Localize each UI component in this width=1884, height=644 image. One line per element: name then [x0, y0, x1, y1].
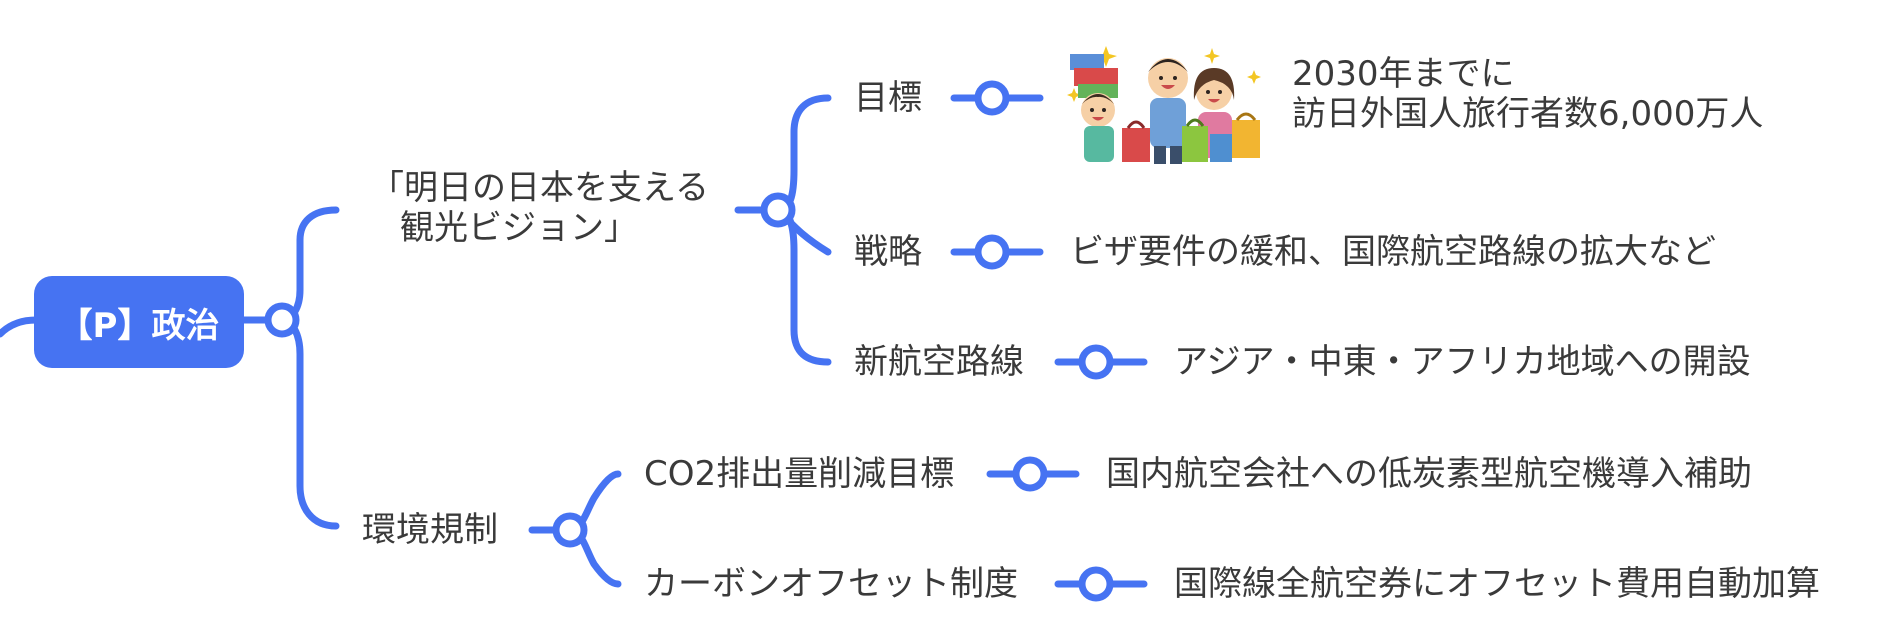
strategy-node[interactable]: 戦略 [854, 232, 922, 272]
goal-label: 目標 [854, 78, 922, 118]
edge-to-vision [278, 206, 340, 324]
junction-env [552, 512, 588, 548]
vision-node[interactable]: 「明日の日本を支える 観光ビジョン」 [370, 168, 709, 248]
strategy-knob [974, 234, 1010, 270]
strategy-detail[interactable]: ビザ要件の緩和、国際航空路線の拡大など [1070, 232, 1716, 272]
goal-knob [974, 80, 1010, 116]
edge-to-goal [774, 94, 832, 214]
carbon-detail[interactable]: 国際線全航空券にオフセット費用自動加算 [1174, 564, 1820, 604]
goal-detail: 2030年までに 訪日外国人旅行者数6,000万人 [1292, 54, 1763, 134]
goal-detail-line1: 2030年までに [1292, 54, 1515, 94]
vision-label-line2: 観光ビジョン」 [400, 208, 638, 248]
junction-vision [760, 192, 796, 228]
newroutes-knob [1078, 344, 1114, 380]
co2-detail-text: 国内航空会社への低炭素型航空機導入補助 [1106, 454, 1752, 494]
carbon-label: カーボンオフセット制度 [644, 564, 1018, 604]
newroutes-label: 新航空路線 [854, 342, 1024, 382]
vision-label-line1: 「明日の日本を支える [370, 168, 709, 208]
junction-root [264, 302, 300, 338]
co2-label: CO2排出量削減目標 [644, 454, 955, 494]
carbon-knob [1078, 566, 1114, 602]
co2-knob [1012, 456, 1048, 492]
newroutes-detail-text: アジア・中東・アフリカ地域への開設 [1174, 342, 1751, 382]
carbon-node[interactable]: カーボンオフセット制度 [644, 564, 1018, 604]
root-label: 【P】政治 [58, 305, 220, 346]
env-label: 環境規制 [362, 510, 498, 550]
edge-to-env [278, 316, 340, 530]
co2-node[interactable]: CO2排出量削減目標 [644, 454, 954, 494]
tourists-shopping-bags-illustration [1067, 46, 1261, 164]
root-node[interactable]: 【P】政治 [34, 276, 244, 368]
co2-detail[interactable]: 国内航空会社への低炭素型航空機導入補助 [1106, 454, 1752, 494]
strategy-detail-text: ビザ要件の緩和、国際航空路線の拡大など [1070, 232, 1716, 272]
goal-node[interactable]: 目標 [854, 78, 922, 118]
carbon-detail-text: 国際線全航空券にオフセット費用自動加算 [1174, 564, 1820, 604]
env-node[interactable]: 環境規制 [362, 510, 498, 550]
goal-detail-line2: 訪日外国人旅行者数6,000万人 [1292, 94, 1764, 134]
strategy-label: 戦略 [854, 232, 922, 272]
newroutes-node[interactable]: 新航空路線 [854, 342, 1024, 382]
root-incoming-edge [0, 316, 40, 338]
newroutes-detail[interactable]: アジア・中東・アフリカ地域への開設 [1174, 342, 1751, 382]
